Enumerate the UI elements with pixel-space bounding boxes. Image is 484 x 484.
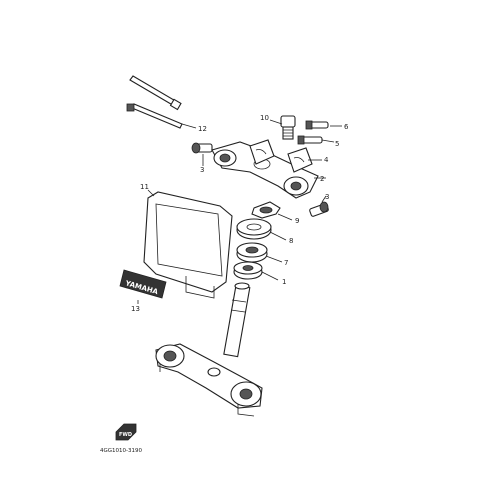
pinch-bolt-lower xyxy=(297,135,323,145)
callout-1: 1 xyxy=(282,278,286,286)
callout-5: 5 xyxy=(335,140,339,148)
number-plate xyxy=(143,191,233,299)
callout-12: 12 xyxy=(198,125,207,133)
callout-10: 10 xyxy=(260,114,269,122)
callout-2: 2 xyxy=(320,175,324,183)
callout-7: 7 xyxy=(284,259,288,267)
handlebar-holder-right xyxy=(287,147,313,173)
leader-lines xyxy=(137,119,342,304)
handlebar-cap-bolt xyxy=(280,115,296,140)
callout-11: 11 xyxy=(140,183,149,191)
ring-nut xyxy=(251,201,281,219)
callout-labels: 1 2 3 3 4 5 6 7 8 9 10 11 12 13 xyxy=(131,114,349,313)
bolt-left xyxy=(191,142,213,154)
cable-ties xyxy=(126,75,183,129)
bearing-cover xyxy=(236,218,272,240)
forward-arrow-badge: FWD xyxy=(115,423,137,441)
upper-bearing xyxy=(236,242,268,263)
upper-bracket xyxy=(211,141,319,199)
callout-3-right: 3 xyxy=(325,193,329,201)
callout-8: 8 xyxy=(289,237,293,245)
callout-3-left: 3 xyxy=(200,166,204,174)
callout-9: 9 xyxy=(295,217,299,225)
callout-13: 13 xyxy=(131,305,140,313)
fwd-label: FWD xyxy=(119,432,132,438)
callout-6: 6 xyxy=(344,123,349,131)
bolt-right xyxy=(309,201,329,217)
callout-4: 4 xyxy=(324,156,329,164)
lower-bracket xyxy=(155,343,263,417)
diagram-code: 4GG1010-3190 xyxy=(100,448,143,454)
lower-bearing xyxy=(233,261,263,280)
steering-stem xyxy=(223,282,251,358)
pinch-bolt-upper xyxy=(305,120,329,130)
handlebar-holder-left xyxy=(249,139,275,165)
